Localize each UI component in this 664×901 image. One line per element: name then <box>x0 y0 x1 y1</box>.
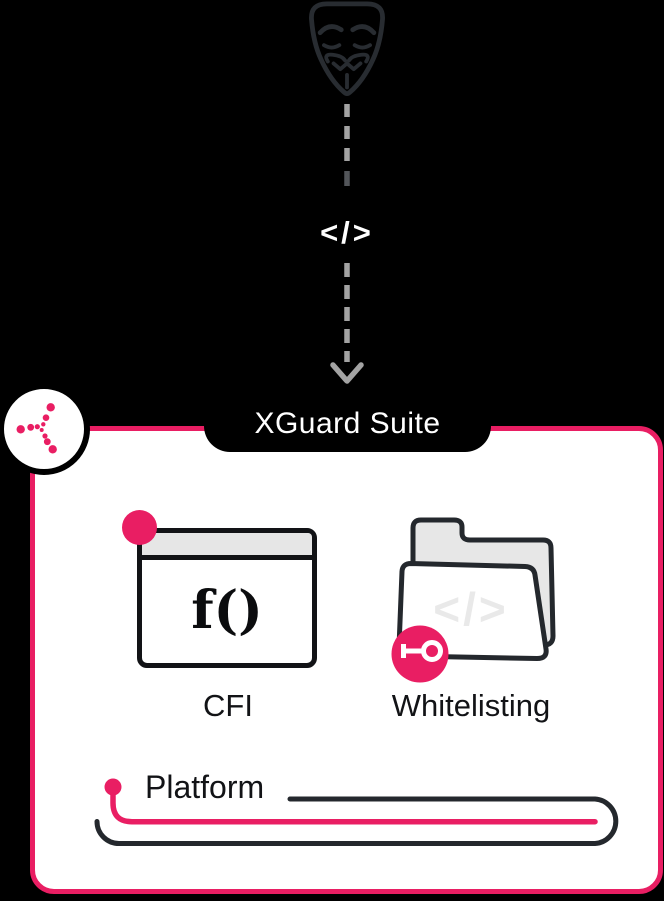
function-symbol: f() <box>191 579 263 641</box>
platform-track <box>94 796 619 846</box>
attack-path-dashed-line <box>330 104 364 384</box>
xguard-suite-panel <box>30 426 663 894</box>
anonymous-mask-icon <box>309 1 385 97</box>
window-titlebar <box>142 533 312 560</box>
platform-pin-icon <box>104 778 122 796</box>
folder-key-icon: </> <box>391 517 556 683</box>
function-window-icon: f() <box>137 528 317 668</box>
platform-label: Platform <box>145 769 265 805</box>
dot-burst-logo-icon <box>16 403 57 454</box>
key-badge-icon <box>391 625 449 683</box>
code-watermark: </> <box>433 583 509 635</box>
dot-burst-logo-badge <box>0 383 90 475</box>
cfi-module-label: CFI <box>203 688 253 723</box>
arrowhead-down-icon <box>330 362 364 384</box>
suite-title: XGuard Suite <box>254 407 441 440</box>
platform-graphic <box>94 778 619 846</box>
suite-title-tab: XGuard Suite <box>204 394 491 452</box>
code-injection-icon: </> <box>320 215 374 250</box>
platform-route-line <box>110 791 598 825</box>
whitelisting-module-label: Whitelisting <box>391 688 551 723</box>
attack-flow-graphic <box>309 1 385 384</box>
notification-dot-icon <box>122 510 157 545</box>
